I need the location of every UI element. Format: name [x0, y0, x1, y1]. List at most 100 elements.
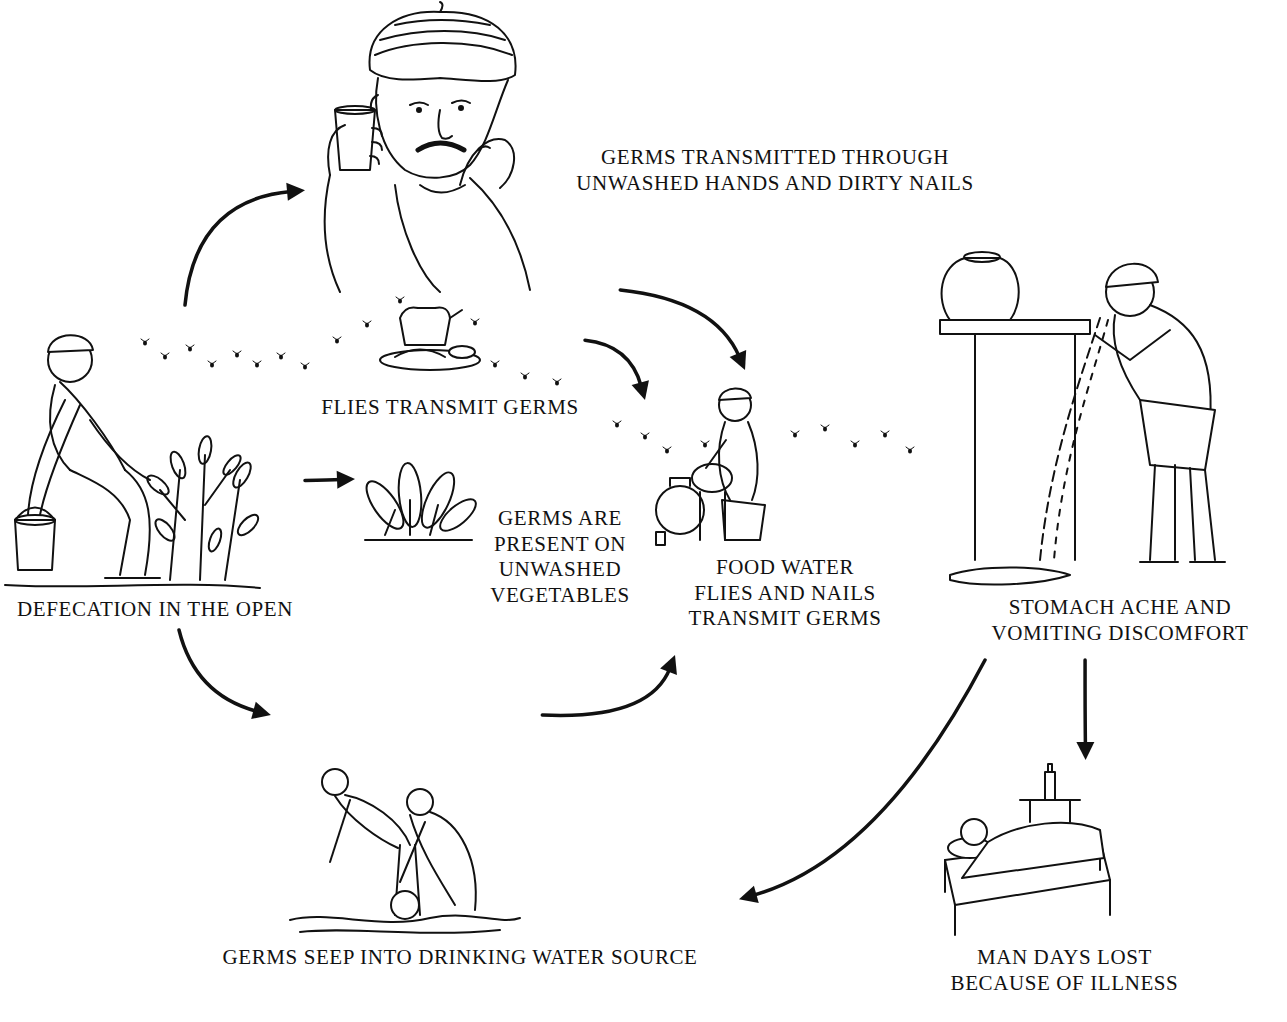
arrow-head	[337, 471, 355, 489]
women-at-water-figure-part	[407, 789, 433, 815]
arrow-head	[1076, 742, 1094, 760]
arrow-line	[542, 668, 670, 715]
man-eating-figure-part	[410, 103, 428, 106]
women-at-water-figure	[290, 769, 520, 933]
women-at-water-figure-part	[290, 916, 520, 922]
man-eating-figure-part	[335, 110, 375, 170]
caption-text: GERMS TRANSMITTED THROUGH UNWASHED HANDS…	[560, 145, 990, 196]
women-at-water-figure-part	[410, 815, 455, 905]
plate-and-jug-part	[449, 346, 475, 358]
arrow-line	[620, 290, 739, 357]
illustration-panel: GERMS SEEP INTO DRINKING WATER SOURCE	[185, 715, 739, 990]
squatting-man-figure-part	[206, 527, 224, 553]
squatting-man-figure-part	[152, 516, 178, 544]
caption-text: GERMS ARE PRESENT ON UNWASHED VEGETABLES	[485, 506, 635, 608]
flies-part	[613, 421, 621, 428]
arrow-line	[1083, 660, 1087, 746]
flow-arrow	[1076, 660, 1094, 760]
arrow-head	[730, 350, 747, 370]
illustration-panel: FOOD WATER FLIES AND NAILS TRANSMIT GERM…	[645, 370, 895, 655]
squatting-man-figure-part	[90, 420, 150, 480]
boy-with-pots-part	[700, 492, 725, 540]
vomiting-man-figure-part	[1106, 264, 1158, 287]
flies-part	[641, 433, 649, 440]
flow-arrow	[585, 340, 649, 400]
boy-with-pots	[656, 388, 765, 545]
vomiting-man-figure-part	[1040, 318, 1100, 560]
vomiting-man-figure-part	[1140, 400, 1215, 470]
arrow-line	[585, 340, 641, 386]
man-eating-figure-part	[375, 43, 512, 55]
boy-with-pots-part	[719, 388, 751, 400]
flies-part	[141, 339, 149, 346]
squatting-man-figure-part	[125, 470, 150, 575]
vomiting-man-figure-part	[1054, 320, 1108, 560]
boy-with-pots-part	[722, 500, 765, 540]
flies-part	[208, 361, 216, 368]
arrow-line	[185, 191, 291, 305]
squatting-man-figure-part	[15, 515, 55, 525]
flies-part	[301, 363, 309, 370]
caption-text: STOMACH ACHE AND VOMITING DISCOMFORT	[980, 595, 1260, 646]
squatting-man-figure-part	[235, 512, 262, 539]
man-eating-figure-part	[370, 128, 382, 164]
women-at-water-figure-part	[430, 812, 476, 910]
plate-and-jug	[380, 307, 480, 370]
flies-part	[701, 441, 709, 448]
vomiting-man-figure-part	[1095, 330, 1170, 360]
flies-part	[233, 351, 241, 358]
arrow-head	[660, 655, 677, 675]
flies-part	[333, 337, 341, 344]
boy-with-pots-part	[670, 478, 690, 486]
sick-man-in-bed-part	[961, 819, 987, 845]
flow-arrow	[739, 660, 985, 903]
man-eating-figure-part	[418, 143, 464, 150]
flies-part	[186, 345, 194, 352]
flies-part	[521, 373, 529, 380]
caption-text: GERMS SEEP INTO DRINKING WATER SOURCE	[185, 945, 735, 971]
flies-part	[396, 297, 404, 304]
plate-and-jug-part	[450, 310, 462, 318]
flies-part	[791, 431, 799, 438]
vegetables-part	[365, 539, 472, 541]
man-eating-figure	[325, 2, 530, 292]
women-at-water-figure-part	[330, 800, 350, 862]
illustration-panel: STOMACH ACHE AND VOMITING DISCOMFORT	[925, 240, 1270, 660]
boy-with-pots-part	[719, 389, 751, 421]
squatting-man-figure-part	[220, 453, 243, 478]
vomiting-man-figure-part	[942, 258, 1019, 320]
women-at-water-figure-part	[322, 769, 348, 795]
arrow-head	[251, 702, 271, 719]
squatting-man-figure-part	[197, 435, 214, 465]
man-eating-figure-part	[478, 146, 490, 150]
flies-part	[663, 447, 671, 454]
sick-man-in-bed-part	[962, 823, 1104, 878]
squatting-man-figure-part	[28, 400, 65, 515]
boy-with-pots-part	[706, 440, 726, 468]
sick-man-in-bed-part	[1020, 800, 1080, 822]
boy-with-pots-part	[692, 464, 732, 492]
plate-and-jug-part	[400, 307, 450, 345]
sick-man-in-bed-part	[1048, 764, 1052, 772]
squatting-man-figure-part	[230, 460, 254, 490]
flow-arrow	[542, 655, 677, 715]
caption-text: FLIES TRANSMIT GERMS	[319, 395, 581, 421]
man-eating-figure-part	[395, 185, 440, 292]
man-eating-figure-part	[370, 12, 516, 81]
flies-part	[277, 353, 285, 360]
vegetables-part	[360, 476, 410, 534]
flies-part	[851, 441, 859, 448]
vomiting-man-figure-part	[1140, 561, 1225, 563]
squatting-man-figure-part	[40, 405, 80, 515]
man-eating-figure-part	[452, 101, 470, 104]
man-eating-figure-part	[395, 20, 490, 25]
caption-text: DEFECATION IN THE OPEN	[10, 597, 300, 623]
man-eating-figure-part	[376, 78, 508, 178]
arrow-head	[286, 183, 305, 201]
women-at-water-figure-part	[391, 891, 419, 919]
flow-arrow	[185, 183, 305, 305]
flies-part	[821, 425, 829, 432]
man-eating-figure-part	[417, 108, 421, 112]
vomiting-man-figure-part	[1150, 465, 1215, 560]
flies-part	[471, 319, 479, 326]
